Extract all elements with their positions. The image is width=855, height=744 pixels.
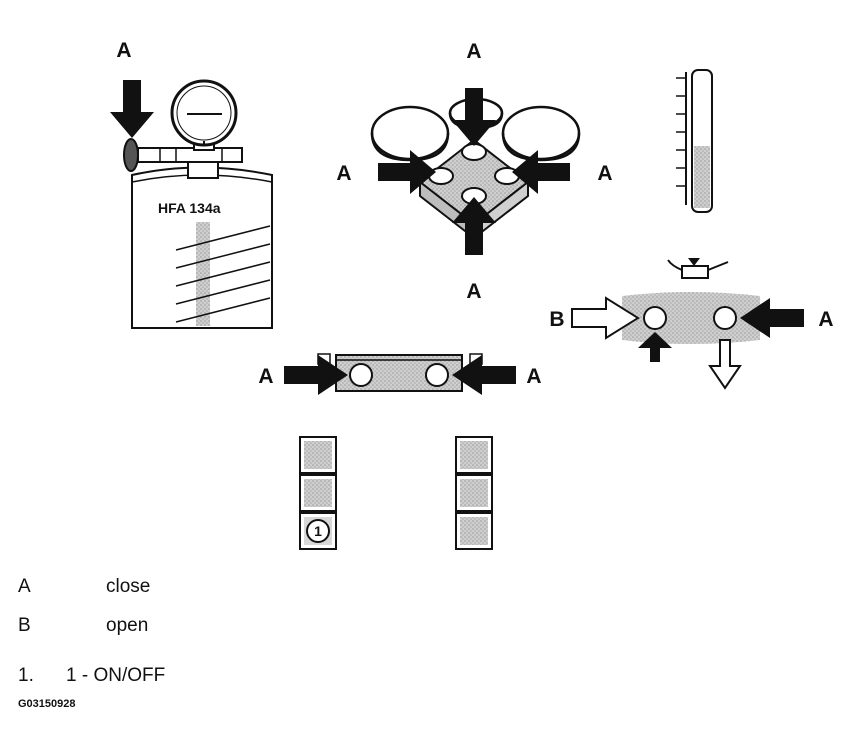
manifold-close-label-right: A — [597, 162, 612, 185]
service-close-label-right: A — [526, 365, 541, 388]
legend-text: close — [106, 576, 151, 597]
diagram: A HFA 134a A A A A — [110, 39, 834, 550]
note-row: 1. 1 - ON/OFF — [18, 665, 165, 687]
service-block: A A — [258, 353, 542, 395]
oil-close-label: A — [818, 308, 833, 331]
refrigerant-bottle: A HFA 134a — [110, 39, 273, 329]
manifold-close-label-top: A — [466, 40, 481, 63]
switch-column-right — [455, 436, 493, 550]
note-number: 1. — [18, 665, 34, 686]
legend-text: open — [106, 615, 149, 636]
oil-can-icon — [667, 258, 729, 279]
oil-valve-group: B A — [549, 258, 834, 390]
note-text: 1 - ON/OFF — [66, 665, 166, 686]
bottle-label: HFA 134a — [158, 200, 221, 216]
manifold-block: A A A A — [336, 40, 612, 303]
figure-code: G03150928 — [18, 698, 76, 710]
service-close-label-left: A — [258, 365, 273, 388]
manifold-close-label-left: A — [336, 162, 351, 185]
switch-number-label: 1 — [314, 523, 322, 539]
legend-key: A — [18, 576, 31, 597]
legend-key: B — [18, 615, 31, 636]
bottle-close-label: A — [116, 39, 131, 62]
sight-glass-scale — [676, 69, 713, 213]
switch-column-left: 1 — [299, 436, 337, 550]
open-label: B — [549, 308, 564, 331]
manifold-close-label-bottom: A — [466, 280, 481, 303]
